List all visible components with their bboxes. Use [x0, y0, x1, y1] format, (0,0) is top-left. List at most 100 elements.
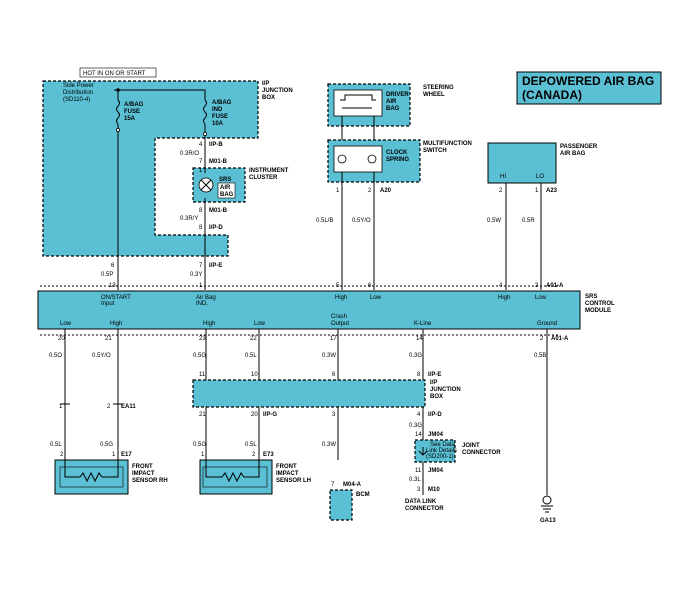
svg-text:A20: A20	[380, 188, 392, 194]
diagram-title: DEPOWERED AIR BAG (CANADA)	[516, 71, 662, 105]
svg-text:PASSENGER: PASSENGER	[560, 144, 598, 150]
svg-text:Ground: Ground	[537, 321, 557, 327]
svg-text:M01-B: M01-B	[209, 159, 228, 165]
svg-text:IMPACT: IMPACT	[276, 471, 299, 477]
svg-text:JUNCTION: JUNCTION	[262, 88, 293, 94]
svg-text:8: 8	[199, 225, 203, 231]
clock-spring-label: CLOCK SPRING	[386, 150, 409, 163]
joint-connector-label: JOINT CONNECTOR	[462, 443, 501, 456]
svg-text:1: 1	[59, 404, 63, 410]
svg-text:0.3W: 0.3W	[322, 442, 336, 448]
svg-text:0.3G: 0.3G	[409, 423, 422, 429]
instrument-cluster-label: INSTRUMENT CLUSTER	[249, 168, 289, 181]
svg-text:14: 14	[415, 432, 422, 438]
svg-text:CONTROL: CONTROL	[585, 301, 615, 307]
svg-text:10A: 10A	[212, 121, 224, 127]
svg-text:1: 1	[336, 188, 340, 194]
passenger-airbag	[487, 142, 557, 184]
svg-text:IMPACT: IMPACT	[132, 471, 155, 477]
svg-text:Low: Low	[254, 321, 266, 327]
svg-text:Input: Input	[101, 301, 115, 307]
svg-text:EA11: EA11	[121, 404, 136, 410]
svg-text:I/P: I/P	[262, 81, 269, 87]
svg-text:0.5G: 0.5G	[100, 442, 113, 448]
svg-text:4: 4	[199, 142, 203, 148]
multifunction-switch-label: MULTIFUNCTION SWITCH	[423, 141, 472, 154]
svg-text:0.3W: 0.3W	[322, 353, 336, 359]
svg-text:21: 21	[199, 412, 206, 418]
svg-text:I/P-E: I/P-E	[428, 372, 441, 378]
airbag-squib-icon	[340, 94, 376, 101]
data-link-connector-label: DATA LINK CONNECTOR	[405, 499, 444, 512]
svg-text:ON/START: ON/START	[101, 295, 131, 301]
svg-text:K-Line: K-Line	[414, 321, 432, 327]
svg-text:Side Power: Side Power	[63, 83, 94, 89]
joint-connector	[414, 439, 456, 463]
svg-text:WHEEL: WHEEL	[423, 92, 445, 98]
svg-text:7: 7	[199, 263, 203, 269]
svg-text:DATA LINK: DATA LINK	[405, 499, 437, 505]
joint-connector-note: See Data Link Details (SD200-1)	[426, 442, 457, 460]
svg-text:0.5L: 0.5L	[245, 353, 257, 359]
svg-text:10: 10	[251, 372, 258, 378]
svg-text:FUSE: FUSE	[124, 109, 140, 115]
srs-lamp-label: SRS AIR BAG	[217, 177, 236, 199]
svg-text:AIR: AIR	[386, 99, 397, 105]
svg-text:Link Details: Link Details	[426, 448, 457, 454]
svg-text:BAG: BAG	[220, 192, 234, 198]
svg-text:High: High	[203, 321, 215, 327]
svg-text:SENSOR LH: SENSOR LH	[276, 478, 311, 484]
srs-control-module	[37, 290, 581, 330]
svg-text:HOT IN ON OR START: HOT IN ON OR START	[83, 71, 146, 77]
svg-text:0.3Y: 0.3Y	[190, 272, 202, 278]
svg-text:Air Bag: Air Bag	[196, 295, 216, 301]
svg-text:IND: IND	[212, 107, 223, 113]
svg-text:23: 23	[199, 336, 206, 342]
svg-text:0.5Y/O: 0.5Y/O	[92, 353, 111, 359]
front-impact-sensor-lh-label: FRONT IMPACT SENSOR LH	[276, 464, 311, 484]
clock-spring-icon	[337, 154, 347, 164]
svg-text:(SD110-4): (SD110-4)	[63, 97, 90, 103]
svg-text:I/P-E: I/P-E	[209, 263, 222, 269]
hot-label: HOT IN ON OR START	[79, 67, 157, 78]
svg-text:1: 1	[201, 452, 205, 458]
svg-text:17: 17	[330, 336, 337, 342]
svg-text:I/P-D: I/P-D	[428, 412, 442, 418]
ip-junction-box-label: I/P JUNCTION BOX	[262, 81, 293, 101]
svg-text:INSTRUMENT: INSTRUMENT	[249, 168, 289, 174]
svg-text:High: High	[110, 321, 122, 327]
svg-text:STEERING: STEERING	[423, 85, 454, 91]
svg-text:8: 8	[199, 208, 203, 214]
svg-text:0.3R/Y: 0.3R/Y	[180, 216, 198, 222]
ip-junction-box-lower-label: I/P JUNCTION BOX	[430, 380, 461, 400]
svg-text:BOX: BOX	[262, 95, 275, 101]
svg-text:2: 2	[540, 336, 544, 342]
svg-text:SRS: SRS	[219, 177, 231, 183]
svg-text:BOX: BOX	[430, 394, 443, 400]
svg-text:11: 11	[199, 372, 206, 378]
ip-junction-box-lower	[192, 379, 426, 408]
svg-text:Low: Low	[60, 321, 72, 327]
svg-text:3: 3	[332, 412, 336, 418]
svg-text:SRS: SRS	[585, 294, 597, 300]
svg-text:3: 3	[417, 487, 421, 493]
svg-text:DEPOWERED AIR BAG: DEPOWERED AIR BAG	[522, 74, 654, 88]
passenger-airbag-label: PASSENGER AIR BAG HI LO	[500, 144, 598, 180]
svg-text:0.5G: 0.5G	[193, 442, 206, 448]
fuse-abag-ind-10a: A/BAG IND FUSE 10A	[202, 99, 232, 168]
svg-text:(SD200-1): (SD200-1)	[426, 454, 454, 460]
svg-text:0.3L: 0.3L	[409, 477, 421, 483]
svg-text:0.5L/B: 0.5L/B	[316, 218, 333, 224]
svg-text:E17: E17	[121, 452, 132, 458]
steering-wheel-label: STEERING WHEEL	[423, 85, 454, 98]
svg-text:High: High	[498, 295, 510, 301]
svg-text:CONNECTOR: CONNECTOR	[462, 450, 501, 456]
svg-text:0.5G: 0.5G	[193, 353, 206, 359]
svg-text:4: 4	[417, 412, 421, 418]
svg-text:JM04: JM04	[428, 432, 444, 438]
bcm-module	[329, 489, 353, 521]
svg-text:GA13: GA13	[540, 518, 556, 524]
svg-text:3: 3	[535, 283, 539, 289]
svg-text:A/BAG: A/BAG	[124, 102, 144, 108]
